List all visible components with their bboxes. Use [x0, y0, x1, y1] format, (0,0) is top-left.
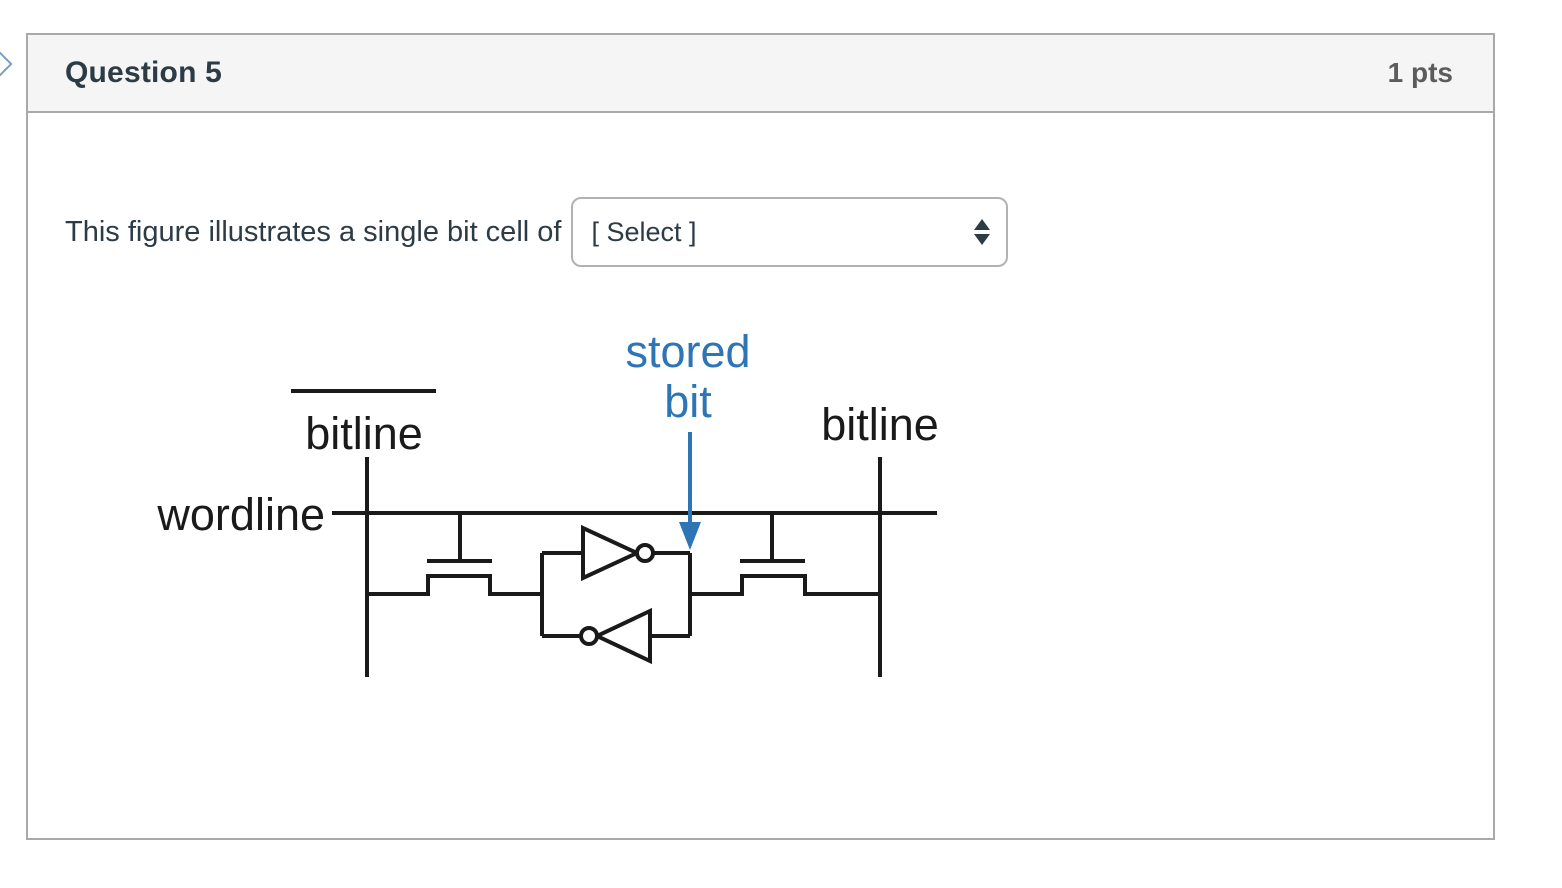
stored-bit-arrow	[679, 432, 701, 550]
cross-coupled-inverters	[540, 524, 692, 665]
question-nav-marker-icon	[0, 48, 13, 80]
question-card: Question 5 1 pts This figure illustrates…	[26, 33, 1495, 840]
sram-bit-cell-figure: bitline stored bit bitline wordline	[156, 326, 939, 677]
top-inverter-triangle	[581, 524, 642, 582]
bitline-complement-label: bitline	[305, 408, 423, 459]
triangle-down-icon	[974, 234, 991, 245]
triangle-up-icon	[974, 219, 991, 230]
figure-labels: bitline stored bit bitline wordline	[156, 326, 938, 540]
pass-transistor-left	[367, 513, 542, 596]
question-line: This figure illustrates a single bit cel…	[65, 196, 1009, 268]
bottom-inverter-triangle	[592, 607, 652, 665]
answer-select-dropdown[interactable]: [ Select ]	[571, 197, 1009, 267]
question-points: 1 pts	[1387, 57, 1453, 88]
question-text: This figure illustrates a single bit cel…	[65, 215, 562, 248]
arrow-head	[679, 522, 701, 550]
right-channel-and-leads	[690, 574, 880, 596]
left-channel-and-leads	[367, 574, 542, 596]
bottom-inverter-bubble	[579, 626, 599, 646]
select-updown-arrows-icon	[974, 219, 991, 245]
stored-bit-label-line2: bit	[664, 376, 712, 427]
question-header: Question 5 1 pts	[28, 35, 1493, 113]
pass-transistor-right	[690, 513, 880, 596]
wordline-label: wordline	[156, 489, 325, 540]
select-current-value: [ Select ]	[591, 216, 697, 247]
stored-bit-label-line1: stored	[625, 326, 750, 377]
bitline-label: bitline	[821, 399, 939, 450]
top-inverter-bubble	[635, 543, 655, 563]
question-title: Question 5	[65, 56, 223, 89]
